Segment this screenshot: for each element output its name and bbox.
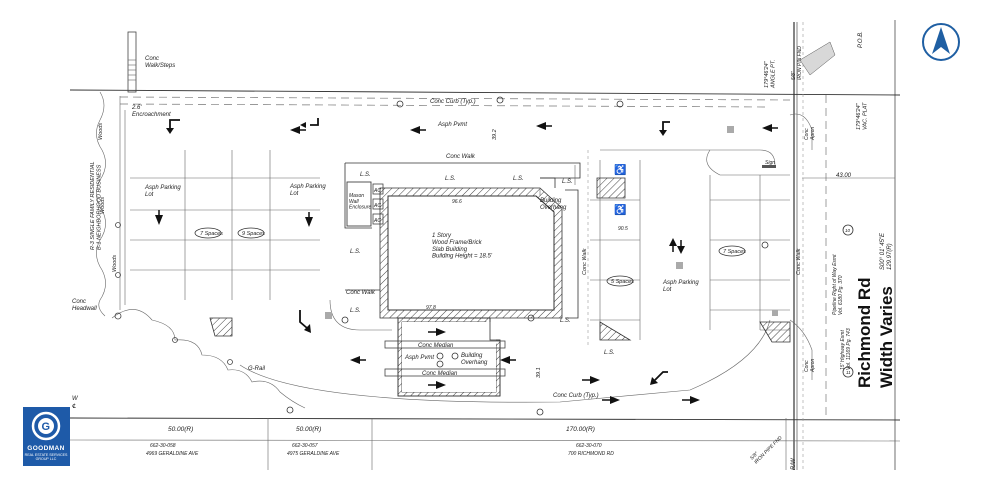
label-encroachment: 2.6'Encroachment [131, 105, 171, 118]
traffic-arrow-icon [155, 118, 778, 404]
label-road-width: Width Varies [877, 286, 896, 388]
label-conc-apron-bottom: ConcApron [804, 358, 816, 373]
logo-letter: G [42, 421, 51, 433]
north-arrow-icon [922, 23, 960, 61]
label-iron-pipe: 5/8"IRON PIPE FND [749, 431, 784, 466]
label-w-mark: W [72, 396, 79, 402]
logo-name: GOODMAN [27, 445, 64, 452]
label-pob: P.O.B. [858, 31, 864, 48]
label-cl: ℄ [72, 403, 76, 410]
label-conc-curb-top: Conc Curb (Typ.) [430, 99, 476, 105]
label-spaces-5: 5 Spaces [611, 279, 634, 285]
label-ls-4: L.S. [562, 179, 573, 185]
label-spaces-7-right: 7 Spaces [723, 249, 746, 255]
label-dim-170: 170.00(R) [566, 426, 595, 433]
label-zoning: R-3 SINGLE FAMILY RESIDENTIALB-1 NEIGHBO… [90, 161, 102, 250]
label-conc-median-1: Conc Median [418, 343, 454, 349]
label-ls-8: L.S. [604, 350, 615, 356]
main-building [379, 187, 563, 319]
label-parcel-2-id: 662-30-057 [292, 443, 318, 449]
label-rw-mark: R/W [791, 457, 797, 470]
label-highway-esmt: 15' Highway EsmtVol. 11169 Pg. 743 [840, 328, 852, 370]
label-ls-2: L.S. [445, 176, 456, 182]
label-conc-median-2: Conc Median [422, 371, 458, 377]
label-dim-39-2: 39.2 [492, 129, 498, 140]
label-ac-1: AC [373, 188, 381, 194]
space-count-ovals [194, 227, 746, 287]
handicap-icon: ♿ ♿ [614, 163, 626, 216]
label-n-11: 11 [846, 370, 851, 375]
label-angle-pt: 179°46'24"ANGLE PT. [764, 60, 776, 89]
label-conc-walk-top: Conc Walk [446, 154, 476, 160]
label-ac-2: AC [373, 203, 381, 209]
label-parcel-3-addr: 700 RICHMOND RD [568, 451, 614, 457]
label-parcel-3-id: 662-30-070 [576, 443, 602, 449]
label-dim-96-6: 96.6 [452, 199, 462, 205]
label-conc-walk-east: Conc Walk [796, 248, 802, 275]
label-spaces-7-left: 7 Spaces [200, 231, 223, 237]
label-conc-walk-right: Conc Walk [582, 248, 588, 275]
svg-text:♿: ♿ [614, 163, 626, 176]
label-n-10: 10 [845, 228, 851, 233]
woods-tree-line [96, 91, 306, 409]
label-ac-3: AC [373, 218, 381, 224]
light-pole-icon [286, 96, 769, 416]
label-bearing-east: S00° 01' 45"E129.97(R) [880, 232, 893, 270]
label-conc-curb-bottom: Conc Curb (Typ.) [553, 393, 599, 399]
label-parcel-1-addr: 4969 GERALDINE AVE [146, 451, 199, 457]
label-spaces-9: 9 Spaces [242, 231, 265, 237]
label-dim-50-a: 50.00(R) [168, 426, 193, 433]
property-lines [69, 20, 901, 470]
label-road-name: Richmond Rd [855, 278, 874, 389]
label-asph-pvmt-mid: Asph Pvmt [404, 355, 434, 361]
lower-overhang [384, 317, 506, 397]
pavement-edges [119, 96, 791, 403]
label-pipeline-row: Pipeline Right of Way EsmtVol. 6180 Pg. … [832, 254, 844, 315]
label-parcel-2-addr: 4975 GERALDINE AVE [287, 451, 340, 457]
label-ls-7: L.S. [560, 318, 571, 324]
label-woods-low: Woods [112, 255, 118, 272]
landscape-islands [344, 162, 581, 319]
hatched-areas [209, 177, 791, 343]
label-ls-6: L.S. [350, 308, 361, 314]
label-sign: Sign [765, 160, 775, 166]
conc-walk-steps [127, 31, 137, 93]
label-g-rail: G-Rail [248, 366, 266, 372]
east-driveways [789, 41, 836, 380]
label-conc-apron-top: ConcApron [804, 126, 816, 141]
label-iron-pin: 5/8"IRON PIN FND [791, 46, 803, 80]
svg-text:♿: ♿ [614, 203, 626, 216]
label-woods-mid: Woods [100, 197, 106, 214]
label-conc-walk-left: Conc Walk [346, 290, 376, 296]
label-woods-top: Woods [98, 123, 104, 140]
label-parcel-1-id: 662-30-058 [150, 443, 176, 449]
label-dim-39-1: 39.1 [536, 367, 542, 378]
utility-box-icon [325, 126, 778, 319]
label-ls-1: L.S. [360, 172, 371, 178]
label-vac-plat: 179°46'24"VAC. PLAT [856, 102, 868, 130]
label-dim-43: 43.00 [836, 173, 852, 179]
label-dim-97-8: 97.8 [426, 305, 436, 311]
label-dim-50-b: 50.00(R) [296, 426, 321, 433]
label-ls-3: L.S. [513, 176, 524, 182]
label-dim-90-5: 90.5 [618, 226, 628, 232]
label-asph-pvmt-top: Asph Pvmt [437, 122, 467, 128]
label-ls-5: L.S. [350, 249, 361, 255]
